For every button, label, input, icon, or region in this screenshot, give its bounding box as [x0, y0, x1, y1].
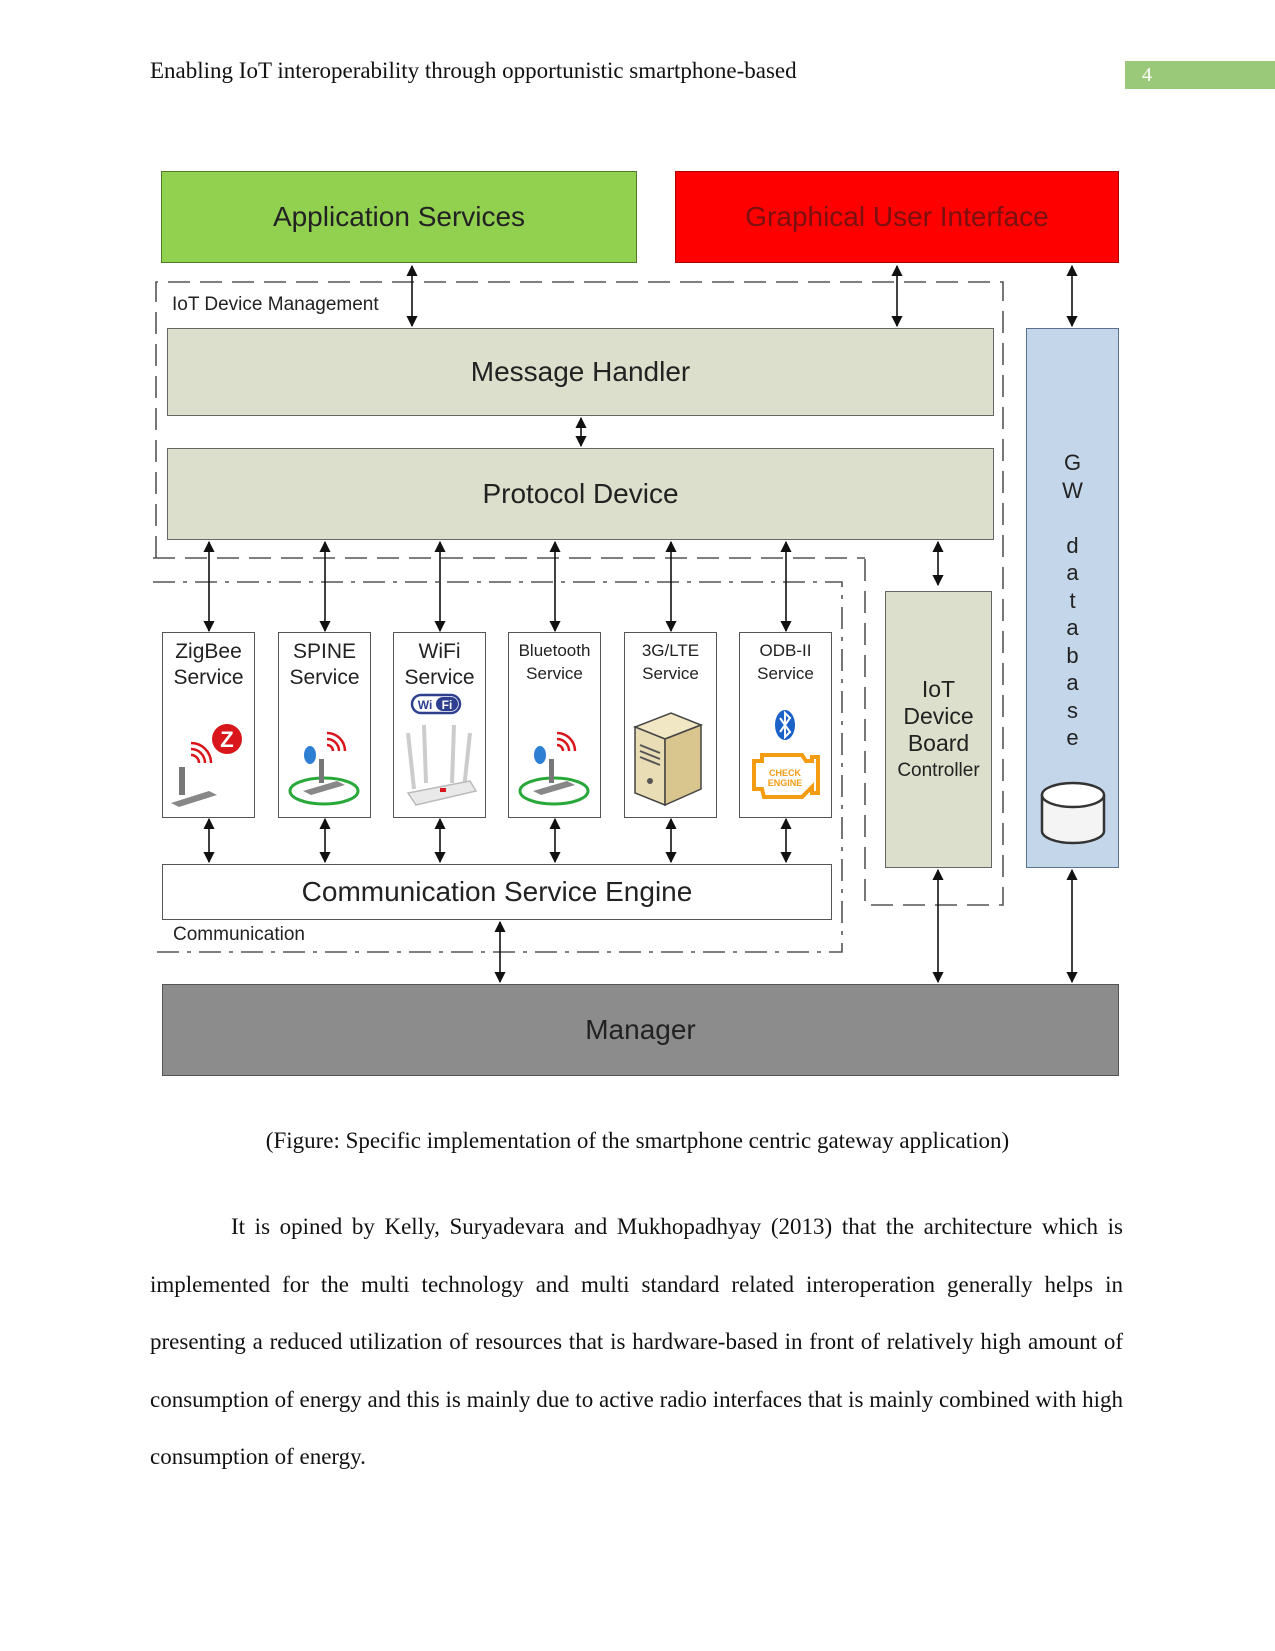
database-letter: d: [1066, 532, 1079, 558]
database-cylinder-icon: [1040, 781, 1106, 845]
service-name: ODB-II: [759, 641, 812, 660]
wifi-router-icon: Wi Fi: [394, 693, 485, 811]
database-letter: W: [1062, 477, 1083, 503]
database-letter: a: [1066, 560, 1079, 585]
communication-service-engine-box: Communication Service Engine: [162, 864, 832, 920]
message-handler-box: Message Handler: [167, 328, 994, 416]
bluetooth-sensor-icon: [509, 711, 600, 811]
controller-line: Device: [903, 702, 974, 729]
service-name: ZigBee: [175, 640, 242, 663]
architecture-figure: Application Services Graphical User Inte…: [153, 171, 1119, 1076]
svg-text:ENGINE: ENGINE: [768, 778, 803, 788]
protocol-device-box: Protocol Device: [167, 448, 994, 540]
database-letter: [1027, 504, 1118, 532]
service-word: Service: [526, 664, 583, 683]
gui-box: Graphical User Interface: [675, 171, 1119, 263]
controller-line: IoT: [921, 675, 956, 702]
service-word: Service: [404, 666, 475, 689]
connector-lines: [153, 264, 1078, 984]
service-name: SPINE: [292, 640, 357, 663]
service-name: WiFi: [418, 640, 461, 663]
service-word: Service: [757, 664, 814, 683]
database-letter: s: [1067, 697, 1078, 723]
manager-box: Manager: [162, 984, 1119, 1076]
controller-line: Controller: [897, 759, 980, 781]
svg-text:Wi: Wi: [418, 698, 433, 712]
protocol-device-label: Protocol Device: [482, 478, 679, 509]
gw-database-box: G W d a t a b a s e: [1026, 328, 1119, 868]
gui-label: Graphical User Interface: [745, 201, 1049, 232]
message-handler-label: Message Handler: [470, 356, 691, 387]
iot-device-management-label: IoT Device Management: [172, 294, 379, 315]
database-letter: b: [1066, 642, 1079, 668]
svg-text:Fi: Fi: [442, 698, 453, 712]
service-word: Service: [173, 666, 244, 689]
svg-text:CHECK: CHECK: [769, 768, 802, 778]
service-name: 3G/LTE: [641, 641, 700, 660]
iot-device-board-controller-box: IoT Device Board Controller: [885, 591, 992, 868]
communication-label: Communication: [173, 924, 305, 945]
running-head: Enabling IoT interoperability through op…: [150, 58, 797, 83]
database-letter: a: [1066, 670, 1079, 695]
paragraph-text: It is opined by Kelly, Suryadevara and M…: [150, 1214, 1123, 1469]
database-letter: e: [1066, 725, 1079, 750]
odb-ii-service-box: ODB-II Service CHECK ENGINE: [739, 632, 832, 818]
spine-service-box: SPINE Service: [278, 632, 371, 818]
controller-line: Board: [907, 729, 970, 756]
application-services-label: Application Services: [272, 201, 526, 232]
application-services-box: Application Services: [161, 171, 637, 263]
figure-caption: (Figure: Specific implementation of the …: [265, 1128, 1010, 1153]
database-letter: a: [1066, 615, 1079, 640]
service-word: Service: [289, 666, 360, 689]
service-word: Service: [642, 664, 699, 683]
page-number: 4: [1125, 61, 1275, 89]
zigbee-router-icon: Z: [163, 711, 254, 811]
check-engine-icon: CHECK ENGINE: [740, 701, 831, 811]
svg-text:Z: Z: [220, 727, 233, 752]
iot-management-boundary: [155, 281, 1004, 906]
server-tower-icon: [625, 707, 716, 811]
database-letter: G: [1063, 450, 1082, 475]
service-name: Bluetooth: [518, 641, 591, 660]
communication-service-engine-label: Communication Service Engine: [301, 876, 693, 907]
3g-lte-service-box: 3G/LTE Service: [624, 632, 717, 818]
body-paragraph: It is opined by Kelly, Suryadevara and M…: [150, 1198, 1123, 1486]
spine-sensor-icon: [279, 711, 370, 811]
database-letter: t: [1069, 587, 1076, 613]
manager-label: Manager: [585, 1014, 696, 1045]
